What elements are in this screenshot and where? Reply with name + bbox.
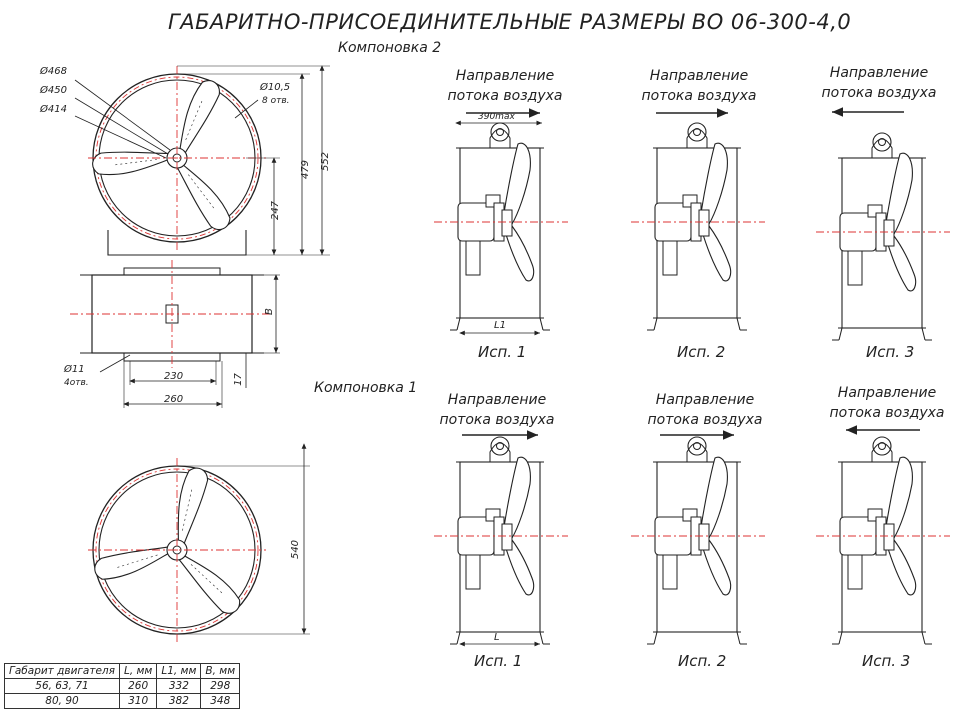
dim-b: B [263, 308, 275, 315]
dim-d468: Ø468 [40, 66, 67, 77]
table-row: 80, 90 310 382 348 [4, 693, 241, 709]
variant-label-bottom-3: Исп. 3 [862, 652, 911, 670]
table-cell: 348 [200, 693, 241, 709]
side-view-layout2-isp2 [630, 122, 766, 331]
dim-d450: Ø450 [40, 85, 67, 96]
dim-h479: 479 [300, 159, 312, 180]
layout2-label: Компоновка 2 [338, 40, 442, 56]
dim-w230: 230 [164, 371, 184, 382]
variant-label-top-2: Исп. 2 [677, 343, 726, 361]
side-view-layout2-isp3 [815, 132, 951, 341]
dim-holes-base-count: 4отв. [64, 378, 89, 388]
dim-l1: L1 [494, 320, 506, 331]
table-cell: 310 [118, 693, 158, 709]
table-cell: 80, 90 [4, 693, 120, 709]
table-header-cell: L, мм [118, 663, 158, 679]
airflow-arrows [462, 107, 920, 440]
table-cell: 56, 63, 71 [4, 678, 120, 694]
dim-d414: Ø414 [40, 104, 67, 115]
table-cell: 298 [200, 678, 241, 694]
dim-h552: 552 [320, 151, 332, 172]
table-header-cell: Габарит двигателя [4, 663, 120, 679]
table-cell: 332 [156, 678, 202, 694]
table-cell: 382 [156, 693, 202, 709]
layout1-label: Компоновка 1 [314, 380, 418, 396]
dim-holes-base: Ø11 [64, 364, 85, 375]
dim-390max: 390max [478, 112, 515, 122]
table-row: 56, 63, 71 260 332 298 [4, 678, 241, 694]
dim-l: L [494, 632, 500, 643]
side-dimension-lines [455, 120, 542, 647]
dim-h247: 247 [270, 200, 282, 221]
table-header-row: Габарит двигателя L, мм L1, мм B, мм [4, 663, 241, 679]
front-view-layout2 [74, 65, 330, 256]
variant-label-bottom-1: Исп. 1 [474, 652, 523, 670]
dim-h540: 540 [290, 539, 302, 560]
side-view-layout2-isp1 [433, 122, 569, 331]
dim-holes-top-count: 8 отв. [262, 96, 290, 106]
dim-h17: 17 [232, 373, 244, 386]
variant-label-top-1: Исп. 1 [478, 343, 527, 361]
dim-holes-top: Ø10,5 [260, 82, 291, 93]
side-view-layout1-isp1 [433, 436, 569, 645]
front-view-layout1 [88, 443, 310, 642]
drawing-title: ГАБАРИТНО-ПРИСОЕДИНИТЕЛЬНЫЕ РАЗМЕРЫ ВО 0… [168, 10, 852, 34]
variant-label-top-3: Исп. 3 [866, 343, 915, 361]
motor-spec-table: Габарит двигателя L, мм L1, мм B, мм 56,… [4, 663, 241, 709]
dim-w260: 260 [164, 394, 184, 405]
table-cell: 260 [118, 678, 158, 694]
top-view-layout2 [70, 260, 280, 408]
table-header-cell: B, мм [200, 663, 241, 679]
side-view-layout1-isp2 [630, 436, 766, 645]
side-view-layout1-isp3 [815, 436, 951, 645]
table-header-cell: L1, мм [156, 663, 202, 679]
variant-label-bottom-2: Исп. 2 [678, 652, 727, 670]
